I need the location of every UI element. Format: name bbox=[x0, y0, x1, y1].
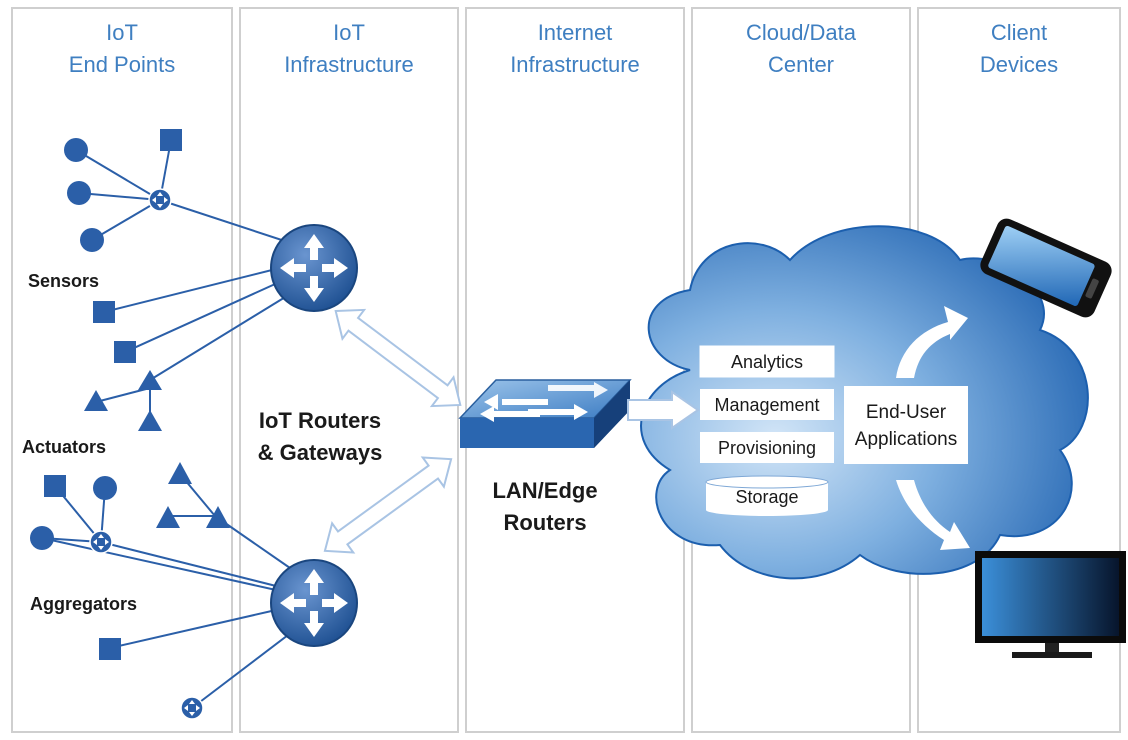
column-title-5-line1: Client bbox=[991, 20, 1047, 45]
curved-arrow-down-icon bbox=[896, 480, 970, 550]
double-arrow-icon bbox=[334, 308, 462, 408]
analytics-label: Analytics bbox=[731, 352, 803, 372]
actuators-label: Actuators bbox=[22, 437, 106, 457]
sensor-square-icon bbox=[44, 475, 66, 497]
monitor-icon bbox=[975, 551, 1126, 658]
sensor-square-icon bbox=[114, 341, 136, 363]
storage-label: Storage bbox=[735, 487, 798, 507]
column-title-1-line1: IoT bbox=[106, 20, 138, 45]
right-arrow-icon bbox=[627, 390, 700, 430]
actuator-triangle-icon bbox=[138, 410, 162, 431]
iot-router-icon bbox=[270, 224, 358, 312]
column-title-4-line2: Center bbox=[768, 52, 834, 77]
iot-routers-label-line2: & Gateways bbox=[258, 440, 383, 465]
aggregators-label: Aggregators bbox=[30, 594, 137, 614]
iot-router-icon bbox=[270, 559, 358, 647]
end-user-label-line2: Applications bbox=[855, 429, 957, 450]
sensor-circle-icon bbox=[64, 138, 88, 162]
aggregator-node-icon bbox=[148, 188, 172, 212]
provisioning-label: Provisioning bbox=[718, 438, 816, 458]
column-title-3-line1: Internet bbox=[538, 20, 613, 45]
column-title-5-line2: Devices bbox=[980, 52, 1058, 77]
actuator-triangle-icon bbox=[138, 370, 162, 390]
column-title-1-line2: End Points bbox=[69, 52, 175, 77]
column-panel-iot-infrastructure bbox=[239, 7, 459, 733]
provisioning-box bbox=[700, 432, 834, 463]
actuator-triangle-icon bbox=[156, 506, 180, 528]
end-user-label-line1: End-User bbox=[866, 402, 947, 423]
aggregator-node-icon bbox=[180, 696, 204, 720]
lan-routers-label-line1: LAN/Edge bbox=[492, 478, 597, 503]
analytics-box bbox=[699, 345, 835, 378]
smartphone-icon bbox=[980, 218, 1112, 318]
lan-routers-label-line2: Routers bbox=[503, 510, 586, 535]
column-panel-internet-infrastructure bbox=[465, 7, 685, 733]
curved-arrow-up-icon bbox=[896, 306, 968, 378]
sensor-circle-icon bbox=[80, 228, 104, 252]
management-label: Management bbox=[714, 395, 819, 415]
sensors-label: Sensors bbox=[28, 271, 99, 291]
sensor-circle-icon bbox=[93, 476, 117, 500]
double-arrow-icon bbox=[323, 456, 453, 554]
actuator-triangle-icon bbox=[84, 390, 108, 411]
actuator-triangle-icon bbox=[168, 462, 192, 484]
actuator-triangle-icon bbox=[206, 506, 230, 528]
column-title-3-line2: Infrastructure bbox=[510, 52, 640, 77]
column-title-2-line1: IoT bbox=[333, 20, 365, 45]
sensor-square-icon bbox=[99, 638, 121, 660]
column-panel-iot-end-points bbox=[11, 7, 233, 733]
iot-routers-label-line1: IoT Routers bbox=[259, 408, 381, 433]
sensor-circle-icon bbox=[67, 181, 91, 205]
sensor-circle-icon bbox=[30, 526, 54, 550]
aggregator-node-icon bbox=[89, 530, 113, 554]
sensor-square-icon bbox=[160, 129, 182, 151]
column-title-2-line2: Infrastructure bbox=[284, 52, 414, 77]
end-user-applications-box bbox=[844, 386, 968, 464]
sensor-square-icon bbox=[93, 301, 115, 323]
switch-icon bbox=[458, 379, 632, 448]
column-title-4-line1: Cloud/Data bbox=[746, 20, 857, 45]
storage-database-icon bbox=[705, 475, 829, 516]
management-box bbox=[700, 389, 834, 420]
